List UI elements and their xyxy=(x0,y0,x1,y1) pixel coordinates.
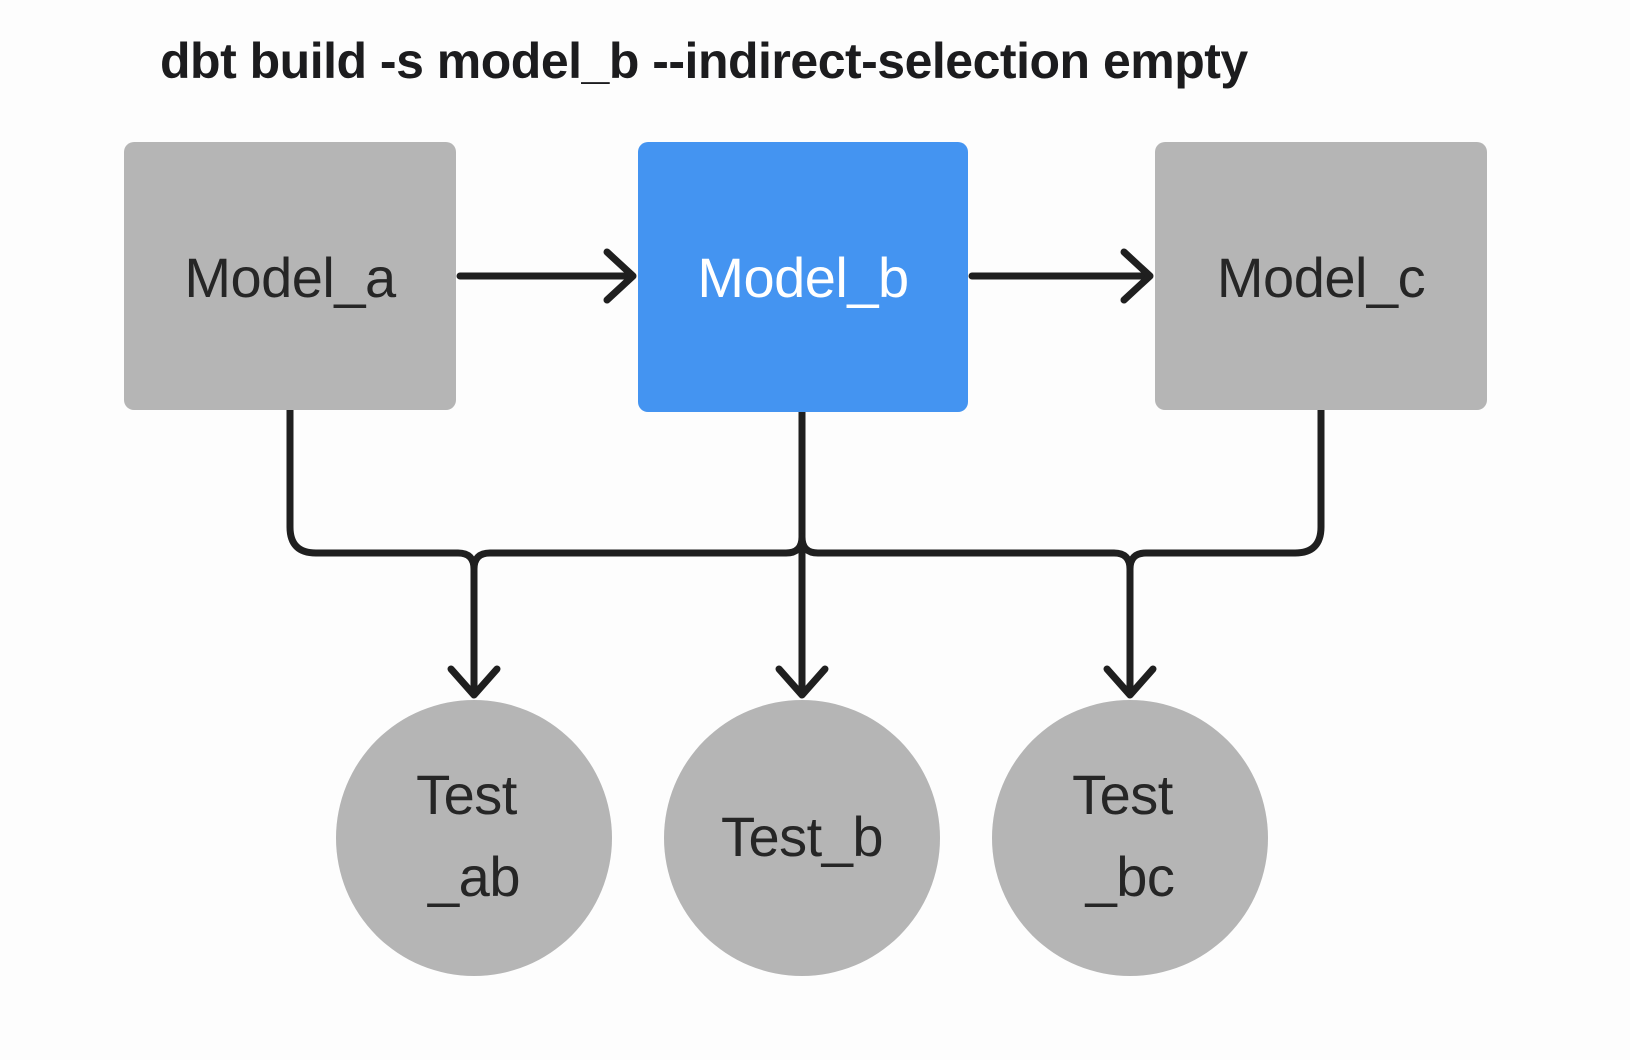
test-bc-label-line1: Test xyxy=(1072,763,1174,826)
edge-line xyxy=(798,533,1134,695)
edge-model-b-to-model-c xyxy=(968,248,1154,304)
test-b-label: Test_b xyxy=(721,805,883,868)
node-test-b: Test_b xyxy=(664,700,940,976)
edge-model-c-to-test-bc xyxy=(1126,406,1325,573)
node-test-ab: Test _ab xyxy=(336,700,612,976)
test-ab-label: Test _ab xyxy=(416,763,532,908)
edge-model-b-to-test-b xyxy=(775,408,829,699)
model-c-label: Model_c xyxy=(1217,246,1425,309)
edge-line xyxy=(1126,406,1325,573)
edge-model-a-to-test-ab xyxy=(286,406,501,699)
test-bc-circle xyxy=(992,700,1268,976)
node-model-a: Model_a xyxy=(124,142,456,410)
model-c-box xyxy=(1155,142,1487,410)
model-b-box xyxy=(638,142,968,412)
node-model-b: Model_b xyxy=(638,142,968,412)
test-ab-circle xyxy=(336,700,612,976)
test-ab-label-line2: _ab xyxy=(427,845,520,908)
test-b-circle xyxy=(664,700,940,976)
node-test-bc: Test _bc xyxy=(992,700,1268,976)
bus-segment-test-ab-to-model-b xyxy=(470,533,806,573)
bus-segment-model-b-to-test-bc xyxy=(798,533,1157,699)
test-ab-label-line1: Test xyxy=(416,763,518,826)
node-model-c: Model_c xyxy=(1155,142,1487,410)
test-b-label-line1: Test_b xyxy=(721,805,883,868)
model-b-label: Model_b xyxy=(697,246,908,309)
model-a-label: Model_a xyxy=(184,246,397,309)
diagram-title: dbt build -s model_b --indirect-selectio… xyxy=(160,33,1248,89)
edge-model-a-to-model-b xyxy=(456,248,637,304)
model-a-box xyxy=(124,142,456,410)
arrowhead-down-icon xyxy=(775,665,829,699)
arrowhead-right-icon xyxy=(1120,248,1154,304)
test-bc-label: Test _bc xyxy=(1072,763,1188,908)
arrowhead-right-icon xyxy=(603,248,637,304)
edge-line xyxy=(286,406,478,695)
test-bc-label-line2: _bc xyxy=(1085,845,1175,908)
edge-line xyxy=(470,533,806,573)
arrowhead-down-icon xyxy=(447,665,501,699)
arrowhead-down-icon xyxy=(1103,665,1157,699)
